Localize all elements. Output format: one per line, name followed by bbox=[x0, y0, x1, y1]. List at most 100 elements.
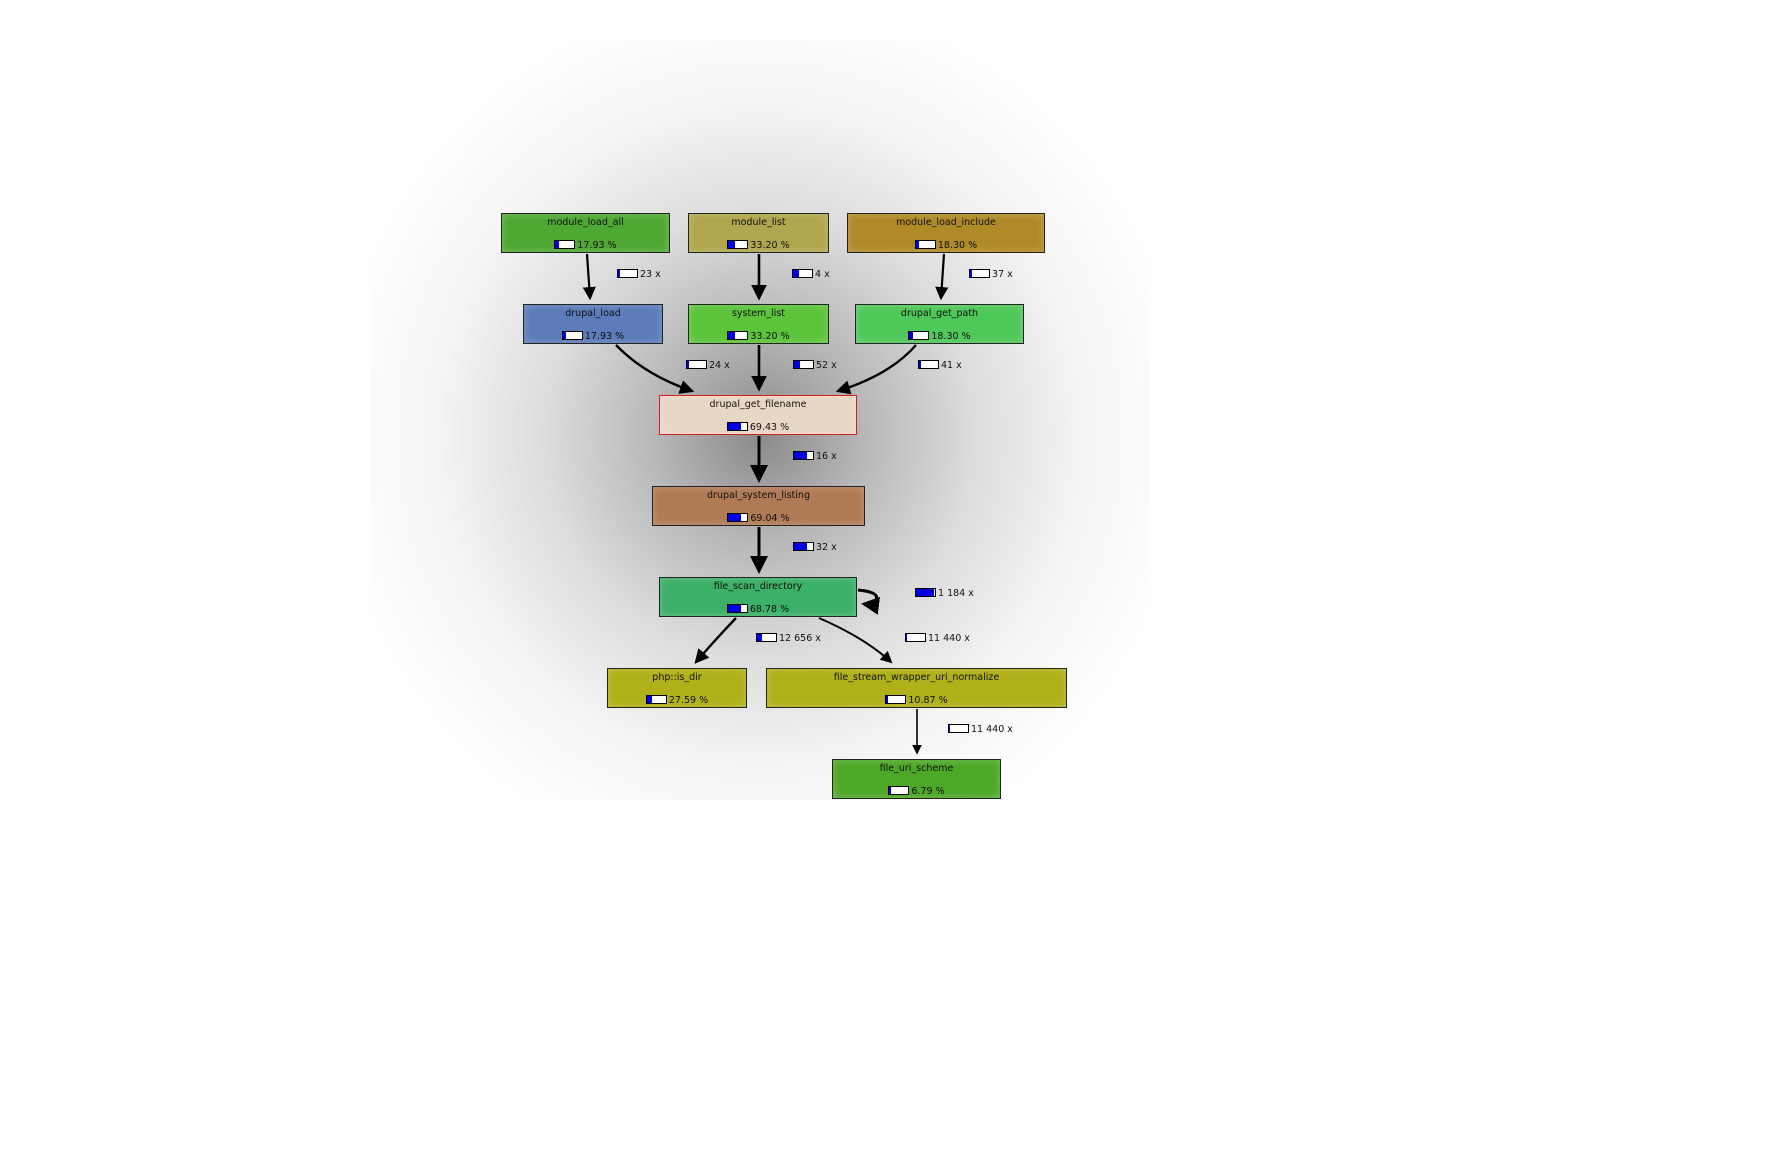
node-drupal_get_path[interactable]: drupal_get_path 18.30 % bbox=[855, 304, 1024, 344]
percent-label: 10.87 % bbox=[908, 695, 948, 706]
percent-label: 68.78 % bbox=[749, 604, 790, 615]
node-stat: 10.87 % bbox=[767, 695, 1066, 706]
edge-label-file_scan_directory-file_stream_wrapper_uri_normalize: 11 440 x bbox=[905, 633, 970, 644]
call-count-bar bbox=[793, 451, 814, 460]
call-count: 41 x bbox=[941, 360, 962, 371]
node-stat: 18.30 % bbox=[856, 331, 1023, 342]
edge-file_scan_directory-php_is_dir[interactable] bbox=[694, 617, 737, 664]
call-count: 4 x bbox=[815, 269, 830, 280]
call-count-bar bbox=[969, 269, 990, 278]
edge-file_scan_directory-file_stream_wrapper_uri_normalize[interactable] bbox=[818, 617, 893, 664]
node-title: module_load_all bbox=[547, 217, 624, 228]
node-file_uri_scheme[interactable]: file_uri_scheme 6.79 % bbox=[832, 759, 1001, 799]
edge-label-drupal_system_listing-file_scan_directory: 32 x bbox=[793, 542, 837, 553]
node-stat: 33.20 % bbox=[689, 331, 828, 342]
percent-bar bbox=[727, 331, 749, 340]
percent-bar bbox=[914, 240, 936, 249]
call-count-bar bbox=[948, 724, 969, 733]
node-stat: 68.78 % bbox=[660, 604, 856, 615]
node-stat: 33.20 % bbox=[689, 240, 828, 251]
call-count-bar bbox=[792, 269, 813, 278]
node-file_stream_wrapper_uri_normalize[interactable]: file_stream_wrapper_uri_normalize 10.87 % bbox=[766, 668, 1067, 708]
node-title: drupal_get_path bbox=[900, 308, 979, 319]
edge-label-file_scan_directory-file_scan_directory: 1 184 x bbox=[915, 588, 974, 599]
percent-bar bbox=[885, 695, 907, 704]
node-drupal_system_listing[interactable]: drupal_system_listing 69.04 % bbox=[652, 486, 865, 526]
node-stat: 69.43 % bbox=[660, 422, 856, 433]
node-title: drupal_system_listing bbox=[707, 490, 810, 501]
call-count: 23 x bbox=[640, 269, 661, 280]
edge-drupal_load-drupal_get_filename[interactable] bbox=[615, 344, 695, 394]
node-stat: 27.59 % bbox=[608, 695, 746, 706]
percent-label: 18.30 % bbox=[931, 331, 971, 342]
percent-label: 33.20 % bbox=[750, 240, 790, 251]
node-drupal_load[interactable]: drupal_load 17.93 % bbox=[523, 304, 663, 344]
percent-label: 6.79 % bbox=[911, 786, 945, 797]
edge-label-system_list-drupal_get_filename: 52 x bbox=[793, 360, 837, 371]
call-count: 11 440 x bbox=[971, 724, 1013, 735]
node-file_scan_directory[interactable]: file_scan_directory 68.78 % bbox=[659, 577, 857, 617]
edge-drupal_get_path-drupal_get_filename[interactable] bbox=[835, 344, 917, 395]
percent-bar bbox=[727, 513, 749, 522]
call-count-bar bbox=[756, 633, 777, 642]
node-stat: 17.93 % bbox=[524, 331, 662, 342]
percent-bar bbox=[726, 604, 748, 613]
call-count-bar bbox=[793, 360, 814, 369]
node-stat: 6.79 % bbox=[833, 786, 1000, 797]
call-count-bar bbox=[793, 542, 814, 551]
node-title: module_load_include bbox=[896, 217, 996, 228]
node-system_list[interactable]: system_list 33.20 % bbox=[688, 304, 829, 344]
node-stat: 17.93 % bbox=[502, 240, 669, 251]
node-module_load_all[interactable]: module_load_all 17.93 % bbox=[501, 213, 670, 253]
percent-bar bbox=[908, 331, 930, 340]
call-count: 12 656 x bbox=[779, 633, 821, 644]
node-title: file_scan_directory bbox=[713, 581, 803, 592]
percent-label: 17.93 % bbox=[577, 240, 617, 251]
node-title: module_list bbox=[731, 217, 786, 228]
edge-label-module_list-system_list: 4 x bbox=[792, 269, 830, 280]
percent-label: 33.20 % bbox=[750, 331, 790, 342]
call-count: 1 184 x bbox=[938, 588, 974, 599]
node-drupal_get_filename[interactable]: drupal_get_filename 69.43 % bbox=[659, 395, 857, 435]
node-module_load_include[interactable]: module_load_include 18.30 % bbox=[847, 213, 1045, 253]
call-count-bar bbox=[915, 588, 936, 597]
call-count-bar bbox=[617, 269, 638, 278]
percent-label: 69.04 % bbox=[750, 513, 790, 524]
edge-label-module_load_include-drupal_get_path: 37 x bbox=[969, 269, 1013, 280]
percent-bar bbox=[645, 695, 667, 704]
node-stat: 69.04 % bbox=[653, 513, 864, 524]
edge-module_load_include-drupal_get_path[interactable] bbox=[935, 253, 949, 301]
percent-bar bbox=[561, 331, 583, 340]
call-count: 32 x bbox=[816, 542, 837, 553]
edge-label-drupal_get_filename-drupal_system_listing: 16 x bbox=[793, 451, 837, 462]
node-module_list[interactable]: module_list 33.20 % bbox=[688, 213, 829, 253]
edge-label-file_stream_wrapper_uri_normalize-file_uri_scheme: 11 440 x bbox=[948, 724, 1013, 735]
node-stat: 18.30 % bbox=[848, 240, 1044, 251]
edge-module_load_all-drupal_load[interactable] bbox=[582, 253, 596, 301]
percent-label: 18.30 % bbox=[937, 240, 978, 251]
call-count-bar bbox=[686, 360, 707, 369]
node-title: file_stream_wrapper_uri_normalize bbox=[833, 672, 1000, 683]
edge-label-drupal_get_path-drupal_get_filename: 41 x bbox=[918, 360, 962, 371]
edge-file_scan_directory-self[interactable] bbox=[857, 588, 880, 615]
percent-bar bbox=[554, 240, 576, 249]
call-count: 37 x bbox=[992, 269, 1013, 280]
edge-label-drupal_load-drupal_get_filename: 24 x bbox=[686, 360, 730, 371]
call-count: 11 440 x bbox=[928, 633, 970, 644]
call-count: 24 x bbox=[709, 360, 730, 371]
percent-bar bbox=[726, 422, 748, 431]
call-count: 52 x bbox=[816, 360, 837, 371]
node-title: system_list bbox=[731, 308, 786, 319]
node-title: file_uri_scheme bbox=[879, 763, 954, 774]
node-title: php::is_dir bbox=[652, 672, 702, 683]
edge-label-module_load_all-drupal_load: 23 x bbox=[617, 269, 661, 280]
percent-label: 69.43 % bbox=[749, 422, 790, 433]
call-count-bar bbox=[905, 633, 926, 642]
node-title: drupal_get_filename bbox=[709, 399, 807, 410]
node-title: drupal_load bbox=[565, 308, 621, 319]
call-count: 16 x bbox=[816, 451, 837, 462]
call-count-bar bbox=[918, 360, 939, 369]
percent-label: 17.93 % bbox=[584, 331, 625, 342]
